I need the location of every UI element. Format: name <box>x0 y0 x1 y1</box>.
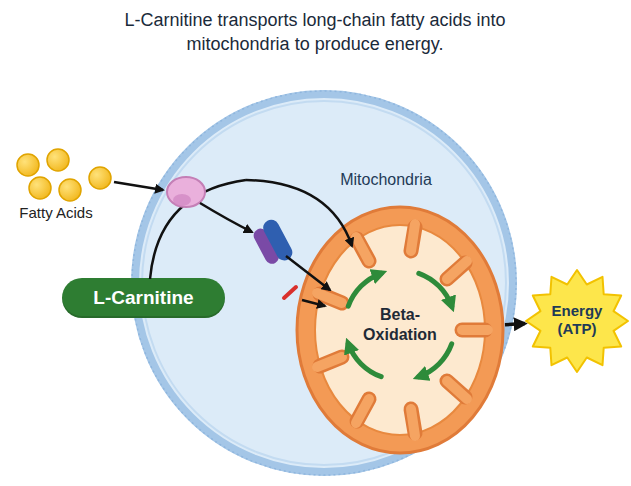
fatty-acid-molecule <box>47 149 69 171</box>
molecule-label: Fatty Acids <box>6 204 106 222</box>
energy-star: Energy (ATP) <box>525 268 629 374</box>
pill-label: L-Carnitine <box>62 278 225 318</box>
carnitine-pill: L-Carnitine <box>62 278 225 318</box>
mitochondrion-body: Beta-Oxidation <box>295 205 505 455</box>
node-label: Mitochondria <box>324 170 448 189</box>
star-burst <box>526 270 628 372</box>
outer-membrane <box>297 207 503 453</box>
fatty-acid-molecule <box>17 154 39 176</box>
title-text: L-Carnitine transports long-chain fatty … <box>105 8 525 57</box>
fatty-acid-molecule <box>89 167 111 189</box>
fatty-acid-molecules <box>17 149 111 201</box>
fatty-acid-molecule <box>59 179 81 201</box>
fatty-acid-molecule <box>29 177 51 199</box>
process-label: Beta-Oxidation <box>350 305 450 345</box>
output-label: Energy (ATP) <box>539 302 615 338</box>
matrix <box>315 225 485 435</box>
